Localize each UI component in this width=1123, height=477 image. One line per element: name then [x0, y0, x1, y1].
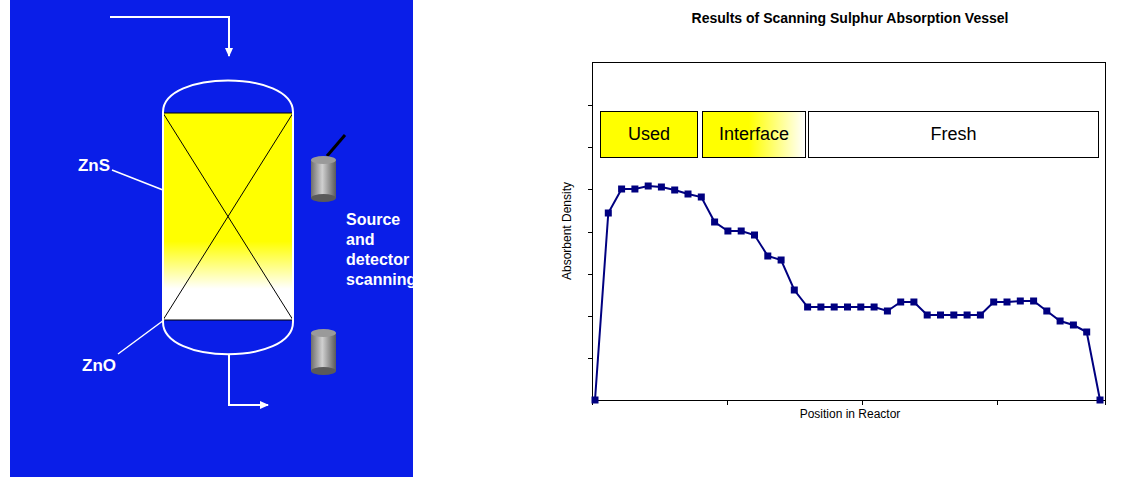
density-line: [595, 186, 1100, 400]
vessel-outline: [163, 81, 293, 355]
bed-edge: [163, 113, 293, 320]
legend-band: Fresh: [808, 111, 1099, 158]
legend-band: Interface: [702, 111, 806, 158]
band-label: Interface: [719, 124, 789, 145]
legend-band: Used: [600, 111, 698, 158]
axis-label: Absorbent Density: [560, 182, 574, 280]
part-label: ZnO: [82, 356, 116, 376]
axis-ticks: [588, 106, 1106, 406]
absorbent-bed: [163, 113, 293, 320]
band-label: Used: [628, 124, 670, 145]
panel-background: [10, 0, 413, 477]
plot-frame: [593, 63, 1106, 401]
part-label: ZnS: [78, 156, 110, 176]
callout-text: Source and detector scanning: [346, 210, 410, 290]
outlet-arrow: [229, 354, 268, 405]
inlet-arrow: [110, 17, 229, 56]
leader-line: [112, 170, 163, 190]
leader-line: [118, 320, 164, 354]
bed-cross: [163, 113, 293, 320]
source-detector: [311, 135, 345, 375]
data-markers: [592, 183, 1104, 404]
band-label: Fresh: [930, 124, 976, 145]
axis-label: Position in Reactor: [800, 407, 901, 421]
chart-title: Results of Scanning Sulphur Absorption V…: [692, 10, 1009, 26]
